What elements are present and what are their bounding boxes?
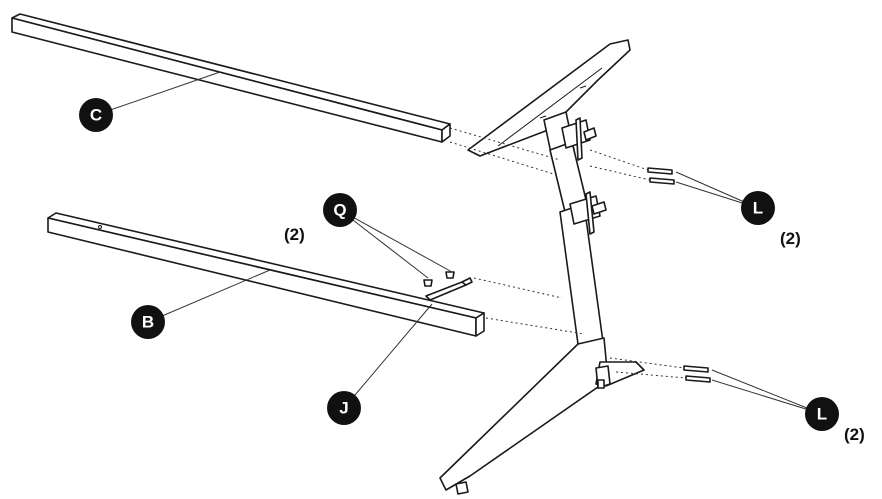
- quantity-q: (2): [284, 225, 305, 244]
- alignment-lines: [449, 127, 687, 379]
- callout-j: J: [327, 391, 361, 425]
- callout-c: C: [79, 98, 113, 132]
- screws-q: [423, 271, 455, 287]
- bracket-j: [425, 277, 473, 301]
- crossbar-c: [11, 13, 451, 143]
- bolts-l-upper: [647, 167, 675, 185]
- callout-l-upper: L: [741, 191, 775, 225]
- callout-c-letter: C: [90, 106, 102, 125]
- quantity-l-lower: (2): [844, 425, 865, 444]
- callout-q: Q: [323, 193, 357, 227]
- crossbar-b: [47, 212, 485, 337]
- leader-lines: [95, 71, 823, 415]
- callout-j-letter: J: [339, 399, 348, 418]
- callout-b: B: [131, 305, 165, 339]
- callout-l-upper-letter: L: [753, 199, 763, 218]
- callout-l-lower: L: [805, 397, 839, 431]
- stand-leg: [439, 39, 645, 495]
- callout-l-lower-letter: L: [817, 405, 827, 424]
- callout-q-letter: Q: [333, 201, 346, 220]
- quantity-l-upper: (2): [780, 229, 801, 248]
- bolts-l-lower: [683, 365, 711, 383]
- callout-b-letter: B: [142, 313, 154, 332]
